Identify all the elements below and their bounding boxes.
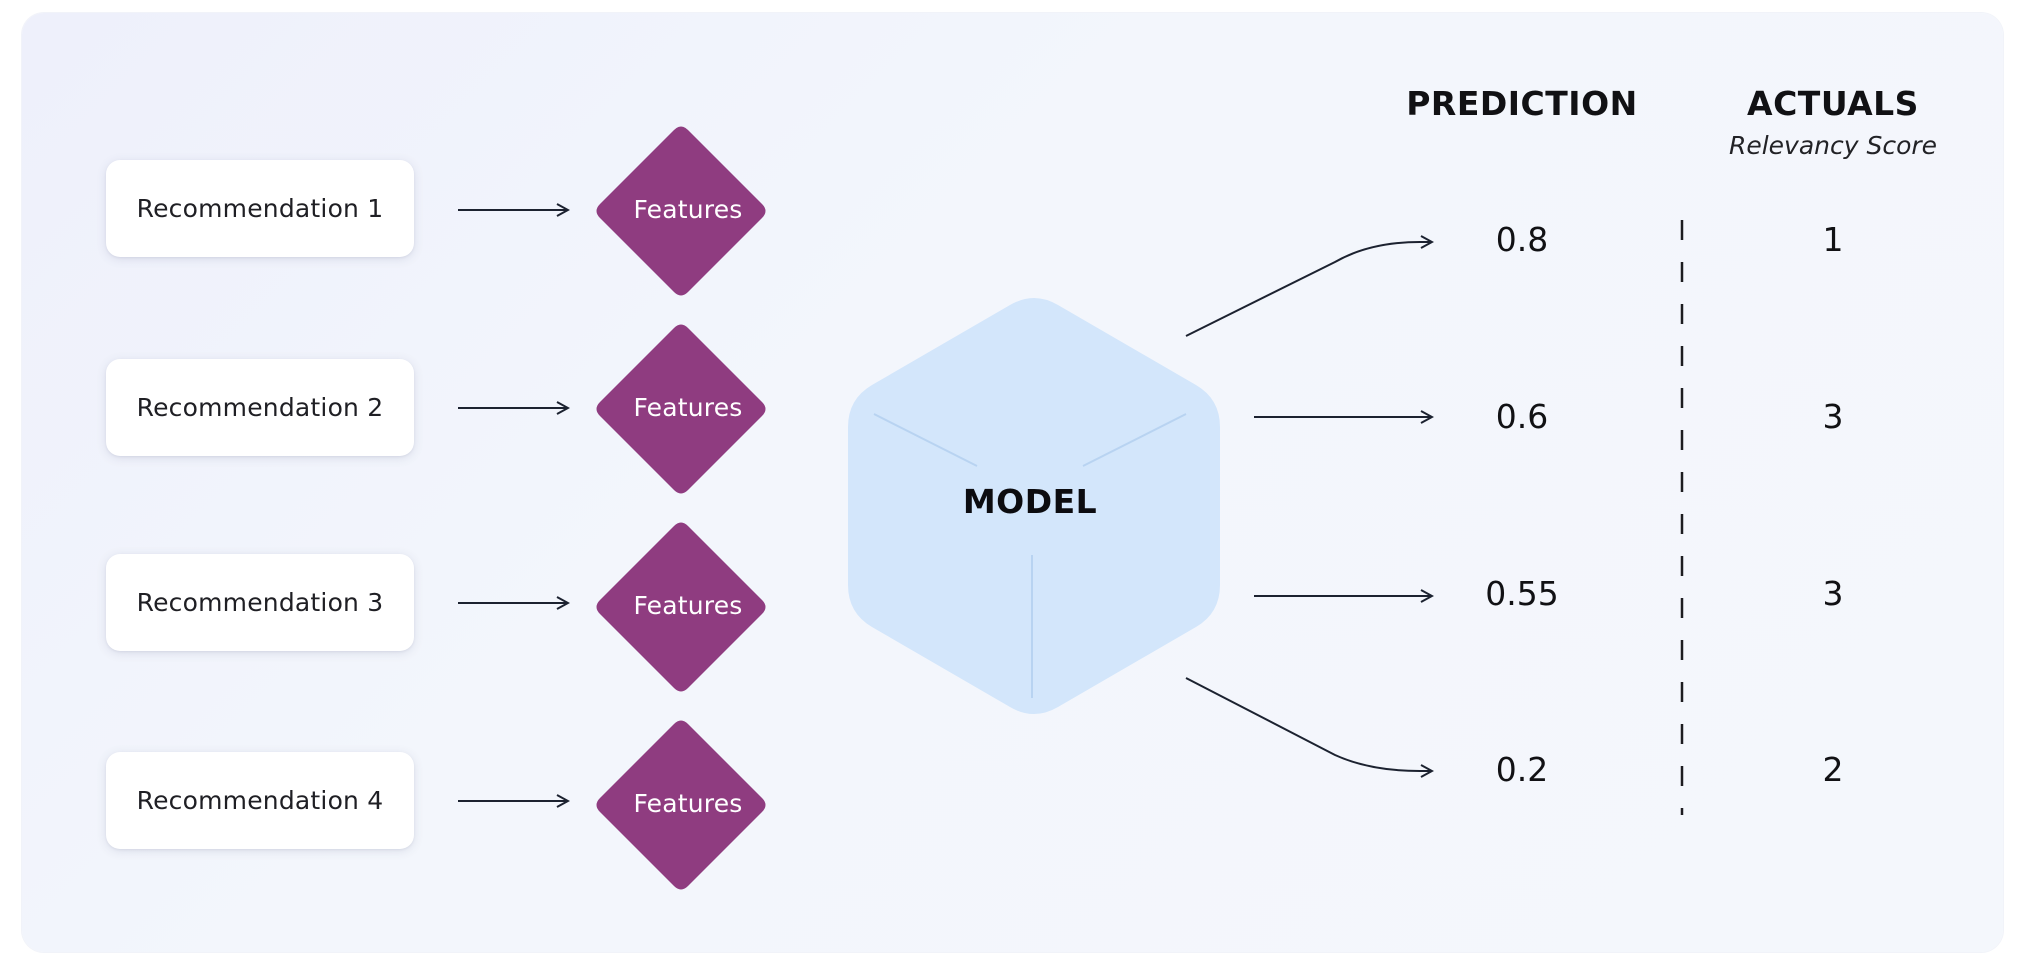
prediction-value-1: 0.8 bbox=[1495, 220, 1549, 259]
recommendation-label: Recommendation 2 bbox=[136, 393, 384, 422]
actual-value-4: 2 bbox=[1822, 750, 1844, 789]
model-label: MODEL bbox=[962, 482, 1098, 521]
features-diamond-1 bbox=[596, 126, 766, 296]
recommendation-label: Recommendation 4 bbox=[136, 786, 384, 815]
prediction-header: PREDICTION bbox=[1406, 84, 1638, 123]
features-diamond-2 bbox=[596, 324, 766, 494]
recommendation-card-4: Recommendation 4 bbox=[106, 752, 414, 849]
actuals-subheader: Relevancy Score bbox=[1728, 131, 1938, 160]
model-edge-right bbox=[1082, 413, 1187, 467]
prediction-value-2: 0.6 bbox=[1495, 397, 1549, 436]
features-label-2: Features bbox=[633, 393, 743, 422]
features-label-3: Features bbox=[633, 591, 743, 620]
prediction-value-3: 0.55 bbox=[1485, 574, 1559, 613]
features-diamond-3 bbox=[596, 522, 766, 692]
features-label-1: Features bbox=[633, 195, 743, 224]
recommendation-card-2: Recommendation 2 bbox=[106, 359, 414, 456]
actuals-header: ACTUALS bbox=[1747, 84, 1919, 123]
recommendation-card-3: Recommendation 3 bbox=[106, 554, 414, 651]
features-label-4: Features bbox=[633, 789, 743, 818]
recommendation-label: Recommendation 1 bbox=[136, 194, 384, 223]
features-diamond-4 bbox=[596, 720, 766, 890]
actual-value-2: 3 bbox=[1822, 397, 1844, 436]
model-edge-left bbox=[873, 413, 978, 467]
recommendation-label: Recommendation 3 bbox=[136, 588, 384, 617]
model-hexagon bbox=[848, 298, 1220, 714]
arrow-model-to-pred4 bbox=[1185, 677, 1432, 771]
arrow-model-to-pred1 bbox=[1185, 242, 1432, 337]
recommendation-card-1: Recommendation 1 bbox=[106, 160, 414, 257]
prediction-value-4: 0.2 bbox=[1495, 750, 1549, 789]
actual-value-3: 3 bbox=[1822, 574, 1844, 613]
actual-value-1: 1 bbox=[1822, 220, 1844, 259]
